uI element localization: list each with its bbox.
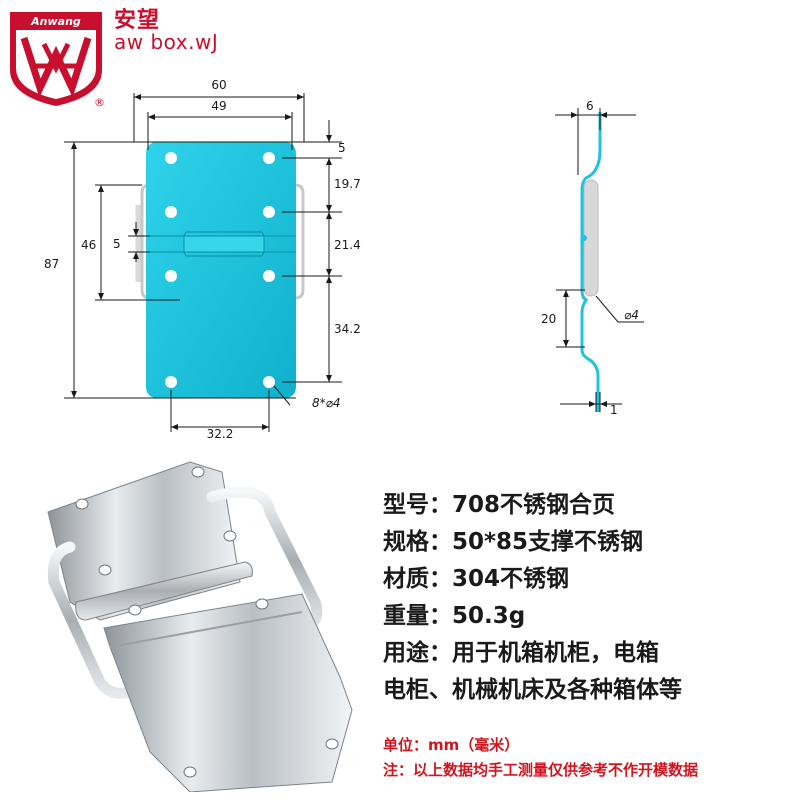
mounting-hole [165, 376, 177, 388]
mounting-hole [165, 152, 177, 164]
dim-hole-gap-1: 19.7 [334, 177, 361, 191]
dim-side-step: 20 [541, 312, 556, 326]
note-disclaimer: 注：以上数据均手工测量仅供参考不作开模数据 [383, 761, 699, 779]
side-view [580, 112, 602, 412]
spec-usage: 用途：用于机箱机柜，电箱 [383, 640, 659, 666]
mounting-hole [263, 376, 275, 388]
mounting-hole [165, 270, 177, 282]
dim-thickness: 1 [610, 403, 618, 417]
notes: 单位：mm（毫米） 注：以上数据均手工测量仅供参考不作开模数据 [383, 733, 698, 783]
dim-side-depth: 6 [586, 99, 594, 113]
product-photo [47, 461, 353, 792]
dim-overall-width: 60 [211, 78, 226, 92]
svg-text:Anwang: Anwang [30, 15, 81, 28]
brand-name-cn: 安望 [114, 8, 161, 33]
dim-handle-height: 46 [81, 238, 96, 252]
spec-usage-continued: 电柜、机械机床及各种箱体等 [383, 677, 682, 703]
dim-hole-span-top: 49 [211, 99, 226, 113]
mounting-hole [165, 206, 177, 218]
dim-hole-span-bottom: 32.2 [207, 427, 234, 441]
spec-material: 材质：304不锈钢 [383, 566, 570, 592]
mounting-hole [263, 270, 275, 282]
technical-drawing: 60 49 5 19.7 21.4 34.2 87 46 5 32.2 8*⌀4… [44, 78, 644, 441]
dim-hole-gap-3: 34.2 [334, 322, 361, 336]
brand-name-en: aw box.wJ [114, 30, 219, 54]
mounting-hole [263, 152, 275, 164]
dim-hole-gap-2: 21.4 [334, 238, 361, 252]
mounting-hole [263, 206, 275, 218]
dim-top-offset: 5 [338, 141, 346, 155]
hinge-plate [146, 142, 296, 398]
dim-knuckle-gap: 5 [113, 237, 121, 251]
spec-list: 型号：708不锈钢合页 规格：50*85支撑不锈钢 材质：304不锈钢 重量：5… [383, 487, 793, 709]
dim-rod-diameter: ⌀4 [624, 308, 639, 322]
mounting-holes [165, 152, 275, 388]
note-unit: 单位：mm（毫米） [383, 736, 520, 754]
spec-model: 型号：708不锈钢合页 [383, 492, 616, 518]
dim-holes: 8*⌀4 [312, 396, 341, 410]
registered-mark: ® [94, 96, 105, 109]
dim-overall-height: 87 [44, 257, 59, 271]
spec-size: 规格：50*85支撑不锈钢 [383, 529, 644, 555]
anwang-logo: Anwang [10, 12, 102, 106]
spec-weight: 重量：50.3g [383, 603, 526, 629]
